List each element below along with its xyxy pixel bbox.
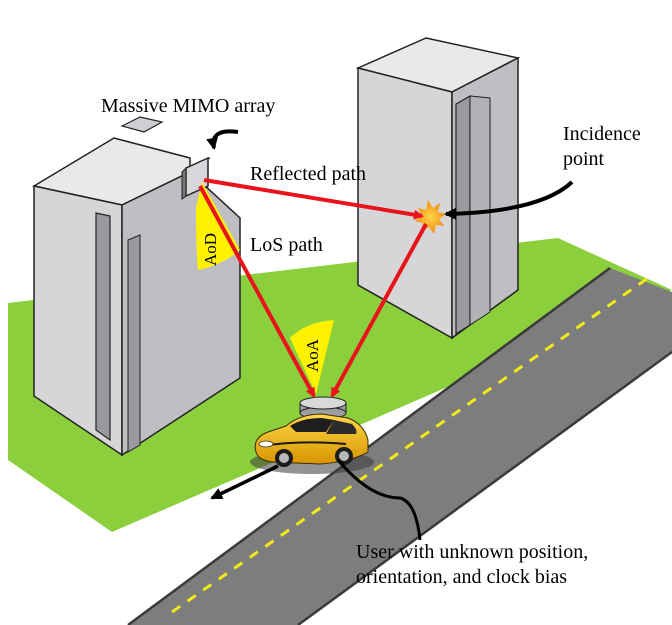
label-aoa: AoA [303, 338, 322, 372]
road-edge-left [127, 266, 611, 625]
label-massive-mimo-array: Massive MIMO array [101, 95, 275, 117]
aoa-wedge [290, 320, 334, 394]
antenna-disc-top [299, 396, 347, 410]
incidence-point-marker [415, 200, 446, 234]
signal-paths [198, 178, 428, 398]
reflected-path-to-user [330, 223, 428, 398]
label-aod: AoD [201, 233, 220, 266]
reflected-path-to-wall [203, 178, 424, 220]
car [250, 413, 374, 474]
array-panel-edge [181, 166, 187, 200]
heading-arrow [210, 464, 279, 500]
incidence-burst [415, 200, 446, 234]
building-left-recess [95, 212, 111, 442]
label-user-line1: User with unknown position, [356, 541, 588, 563]
road-edge-right [297, 350, 672, 625]
building-left-notch [120, 116, 164, 133]
car-wheel-rear-rim [339, 451, 349, 461]
building-right [355, 37, 521, 340]
label-user-line2: orientation, and clock bias [356, 566, 567, 588]
aod-wedge [196, 182, 240, 270]
label-incidence-line1: Incidence [563, 123, 641, 145]
building-left [31, 116, 241, 457]
car-wheel-front-rim [279, 453, 289, 463]
array-pointer-arrow [206, 129, 239, 150]
car-side-window [326, 420, 357, 434]
los-path [198, 185, 316, 398]
car-headlight [258, 440, 274, 448]
user-antenna [299, 396, 347, 420]
building-left-side-recess [127, 234, 141, 453]
incidence-pointer-arrow [444, 180, 574, 220]
car-windshield [290, 418, 334, 432]
label-incidence-line2: point [563, 148, 605, 170]
user-pointer-line [336, 459, 422, 541]
label-reflected-path: Reflected path [250, 163, 366, 185]
label-los-path: LoS path [250, 234, 323, 256]
lane-marking [171, 276, 649, 614]
